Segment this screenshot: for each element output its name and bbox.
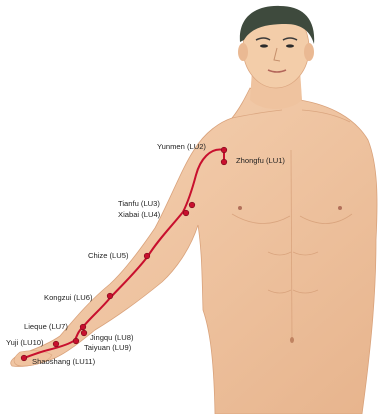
acupoint-dot-lu6 — [107, 293, 113, 299]
acupoint-dot-lu2 — [221, 147, 227, 153]
acupoint-dot-lu1 — [221, 159, 227, 165]
acupoint-label-lu6: Kongzui (LU6) — [44, 293, 93, 302]
acupoint-dot-lu8 — [81, 330, 87, 336]
right-eye — [286, 44, 294, 47]
acupoint-dot-lu9 — [73, 338, 79, 344]
right-nipple — [338, 206, 342, 210]
acupoint-label-lu3: Tianfu (LU3) — [118, 199, 160, 208]
acupoint-label-lu11: Shaoshang (LU11) — [32, 357, 96, 366]
acupoint-label-lu10: Yuji (LU10) — [6, 338, 44, 347]
left-eye — [260, 44, 268, 47]
acupoint-dot-lu3 — [189, 202, 195, 208]
acupoint-dot-lu7 — [80, 324, 86, 330]
acupoint-label-lu7: Lieque (LU7) — [24, 322, 68, 331]
acupoint-dot-lu10 — [53, 341, 59, 347]
acupoint-dot-lu4 — [183, 210, 189, 216]
acupoint-label-lu2: Yunmen (LU2) — [157, 142, 206, 151]
left-ear — [238, 43, 248, 61]
acupoint-label-lu5: Chize (LU5) — [88, 251, 129, 260]
acupoint-label-lu4: Xiabai (LU4) — [118, 210, 161, 219]
right-ear — [304, 43, 314, 61]
acupoint-label-lu1: Zhongfu (LU1) — [236, 156, 285, 165]
acupoint-dot-lu11 — [21, 355, 27, 361]
left-nipple — [238, 206, 242, 210]
navel — [290, 337, 294, 343]
acupoint-dot-lu5 — [144, 253, 150, 259]
acupoint-label-lu9: Taiyuan (LU9) — [84, 343, 132, 352]
acupoint-label-lu8: Jingqu (LU8) — [90, 333, 134, 342]
